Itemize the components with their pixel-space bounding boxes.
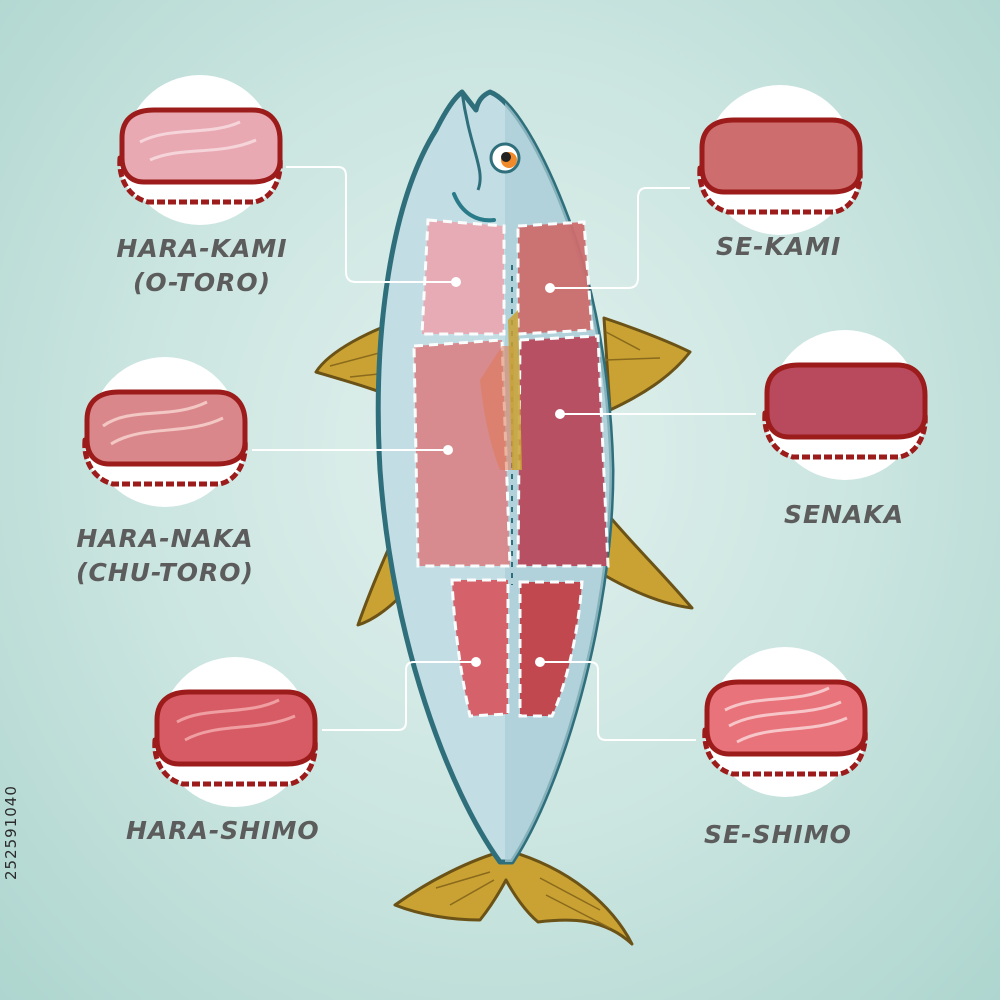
dorsal-fin-right-icon [598,503,694,610]
cut-hara-kami[interactable] [420,218,506,336]
sushi-icon [697,85,863,235]
label-hara-kami-line1: HARA-KAMI [116,234,288,263]
connector-dots [443,277,565,667]
sushi-icon [117,75,283,225]
cut-senaka[interactable] [516,334,610,568]
sushi-icon [702,647,868,797]
connector-hara-shimo [322,661,476,731]
cut-se-shimo[interactable] [518,580,584,718]
label-hara-naka: HARA-NAKA (CHU-TORO) [60,522,270,590]
cut-regions [412,218,610,718]
label-senaka-line1: SENAKA [784,500,905,529]
gill-line [452,192,496,223]
connector-se-kami [550,187,690,289]
label-hara-kami: HARA-KAMI (O-TORO) [112,232,292,300]
sushi-icon [152,657,318,807]
label-hara-shimo-line1: HARA-SHIMO [126,816,320,845]
label-se-shimo-line1: SE-SHIMO [704,820,852,849]
cut-se-kami[interactable] [516,220,594,336]
label-hara-shimo: HARA-SHIMO [126,814,320,848]
sushi-icon [762,330,928,480]
stock-id: 252591040 [2,785,20,880]
label-hara-kami-line2: (O-TORO) [132,268,272,297]
cut-hara-shimo[interactable] [450,578,510,718]
tail-fin-icon [393,848,634,946]
connector-hara-kami [286,166,456,283]
pectoral-fin-right-icon [602,316,692,412]
label-hara-naka-line2: (CHU-TORO) [76,558,254,587]
label-senaka: SENAKA [784,498,904,532]
label-se-kami-line1: SE-KAMI [716,232,842,261]
label-se-kami: SE-KAMI [716,230,841,264]
label-hara-naka-line1: HARA-NAKA [76,524,254,553]
connectors [252,166,756,741]
label-se-shimo: SE-SHIMO [704,818,852,852]
mouth-line [460,91,482,191]
sushi-icon [82,357,248,507]
eye-icon [489,142,521,174]
connector-se-shimo [540,661,696,741]
